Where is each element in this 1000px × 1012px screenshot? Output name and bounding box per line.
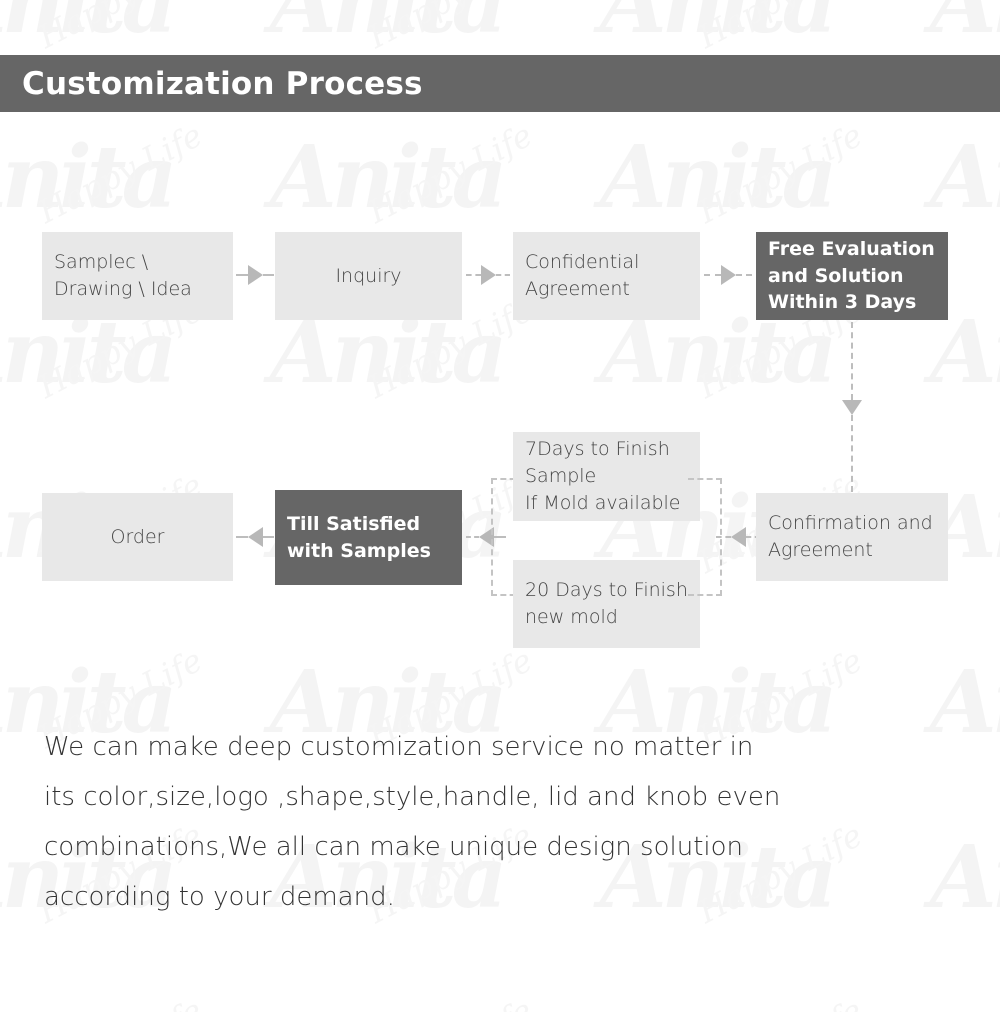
arrow-dash [716, 536, 731, 538]
arrow-dash-vertical [851, 322, 853, 400]
page-title: Customization Process [22, 65, 423, 102]
flow-box-twenty-days: 20 Days to Finish new mold [513, 560, 700, 648]
arrow-dash [466, 536, 479, 538]
arrow-dash-vertical [851, 414, 853, 492]
arrow-dash [236, 274, 248, 276]
flow-box-till-satisfied: Till Satisfied with Samples [275, 490, 462, 585]
arrow-dash [704, 274, 721, 276]
arrow-dash [493, 536, 506, 538]
arrow-dash [466, 274, 481, 276]
arrow-samplec-to-inquiry [236, 265, 274, 285]
arrow-dash [735, 274, 752, 276]
flow-box-seven-days: 7Days to Finish Sample If Mold available [513, 432, 700, 521]
arrow-head-right [480, 265, 496, 285]
arrow-dash [236, 536, 248, 538]
arrow-evaluation-to-confirmation [842, 322, 862, 492]
flow-box-order: Order [42, 493, 233, 581]
description-line-3: combinations,We all can make unique desi… [44, 832, 743, 862]
description-line-1: We can make deep customization service n… [44, 732, 754, 762]
flow-box-confidential-agreement: Confidential Agreement [513, 232, 700, 320]
page-title-bar: Customization Process [0, 55, 1000, 112]
flow-box-free-evaluation: Free Evaluation and Solution Within 3 Da… [756, 232, 948, 320]
arrow-inquiry-to-confidential [466, 265, 510, 285]
flow-box-confirmation-agreement: Confirmation and Agreement [756, 493, 948, 581]
arrow-head-right [720, 265, 736, 285]
arrow-head-left [247, 527, 263, 547]
arrow-confidential-to-evaluation [704, 265, 752, 285]
arrow-head-left [478, 527, 494, 547]
arrow-dash [262, 536, 274, 538]
arrow-dash [745, 536, 760, 538]
description-paragraph: We can make deep customization service n… [44, 722, 944, 922]
arrow-till-satisfied-to-order [236, 527, 274, 547]
flow-box-inquiry: Inquiry [275, 232, 462, 320]
description-line-4: according to your demand. [44, 882, 395, 912]
arrow-dash [262, 274, 274, 276]
arrow-head-left [730, 527, 746, 547]
arrow-bracket-to-till-satisfied [466, 527, 506, 547]
arrow-confirmation-to-bracket [716, 527, 760, 547]
arrow-head-down [842, 399, 862, 415]
arrow-dash [495, 274, 510, 276]
description-line-2: its color,size,logo ,shape,style,handle,… [44, 782, 781, 812]
flow-box-samplec: Samplec \ Drawing \ Idea [42, 232, 233, 320]
arrow-head-right [247, 265, 263, 285]
bracket-left-connector [491, 478, 525, 596]
